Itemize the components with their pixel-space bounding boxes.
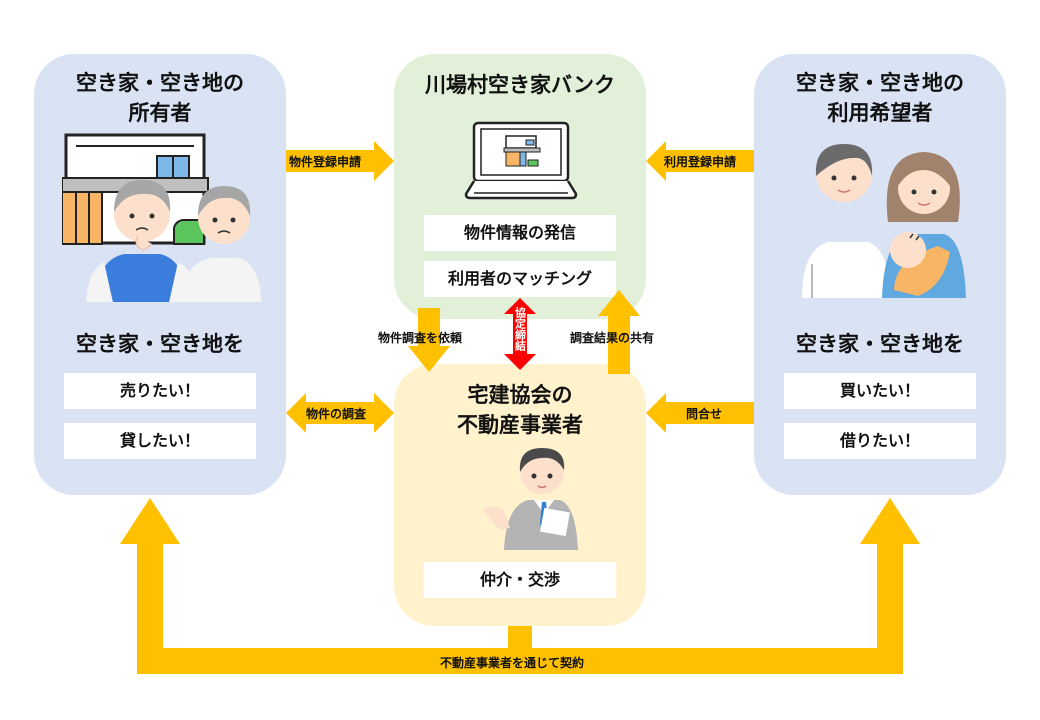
akiya-bank-panel: 川場村空き家バンク 物件情報の発信 利用者のマッチング (394, 54, 646, 319)
user-registration-label: 利用登録申請 (664, 155, 737, 169)
request-survey-label: 物件調査を依頼 (378, 331, 463, 345)
agreement-label: 協定締結 (512, 307, 528, 354)
agreement-arrow (504, 298, 536, 370)
real-estate-agent-illustration (482, 448, 578, 550)
share-results-arrow (598, 290, 640, 374)
property-registration-label: 物件登録申請 (289, 155, 362, 169)
agent-title-line2: 不動産事業者 (457, 413, 583, 437)
bank-title: 川場村空き家バンク (424, 73, 616, 97)
laptop-house-listing-illustration (464, 121, 578, 200)
user-subtitle: 空き家・空き地を (796, 332, 964, 356)
agent-role: 仲介・交渉 (424, 562, 616, 598)
user-title-line1: 空き家・空き地の (796, 71, 964, 95)
owner-panel: 空き家・空き地の 所有者 空き家・空き地を 売りたい！ 貸したい！ (34, 54, 286, 495)
owner-wish-sell: 売りたい！ (64, 373, 256, 409)
user-wish-rent: 借りたい！ (784, 423, 976, 459)
owner-title-line1: 空き家・空き地の (76, 71, 244, 95)
property-registration-arrow (286, 141, 394, 181)
user-panel: 空き家・空き地の 利用希望者 空き家・空き地を 買いたい！ 借りたい！ (754, 54, 1006, 495)
property-survey-label: 物件の調査 (306, 407, 367, 421)
inquiry-arrow (646, 393, 754, 433)
owner-title: 空き家・空き地の 所有者 (34, 68, 286, 128)
elderly-couple-and-house-illustration (62, 133, 262, 302)
contract-label: 不動産事業者を通じて契約 (440, 656, 585, 670)
owner-wish-lend: 貸したい！ (64, 423, 256, 459)
share-results-label: 調査結果の共有 (570, 331, 655, 345)
user-registration-arrow (646, 141, 754, 181)
agreement-label-text: 協定締結 (513, 307, 527, 351)
agent-title-line1: 宅建協会の (467, 383, 573, 407)
user-title-line2: 利用希望者 (827, 101, 933, 125)
property-survey-arrow (286, 393, 394, 433)
agent-title: 宅建協会の 不動産事業者 (394, 380, 646, 440)
user-wish-buy: 買いたい！ (784, 373, 976, 409)
bank-role-publish: 物件情報の発信 (424, 215, 616, 251)
bank-role-matching: 利用者のマッチング (424, 261, 616, 297)
realtor-panel: 宅建協会の 不動産事業者 仲介・交渉 (394, 364, 646, 626)
user-title: 空き家・空き地の 利用希望者 (754, 68, 1006, 128)
request-survey-arrow (408, 308, 450, 372)
inquiry-label: 問合せ (686, 407, 723, 421)
young-family-illustration (802, 144, 966, 298)
owner-title-line2: 所有者 (128, 101, 192, 125)
owner-subtitle: 空き家・空き地を (76, 332, 244, 356)
